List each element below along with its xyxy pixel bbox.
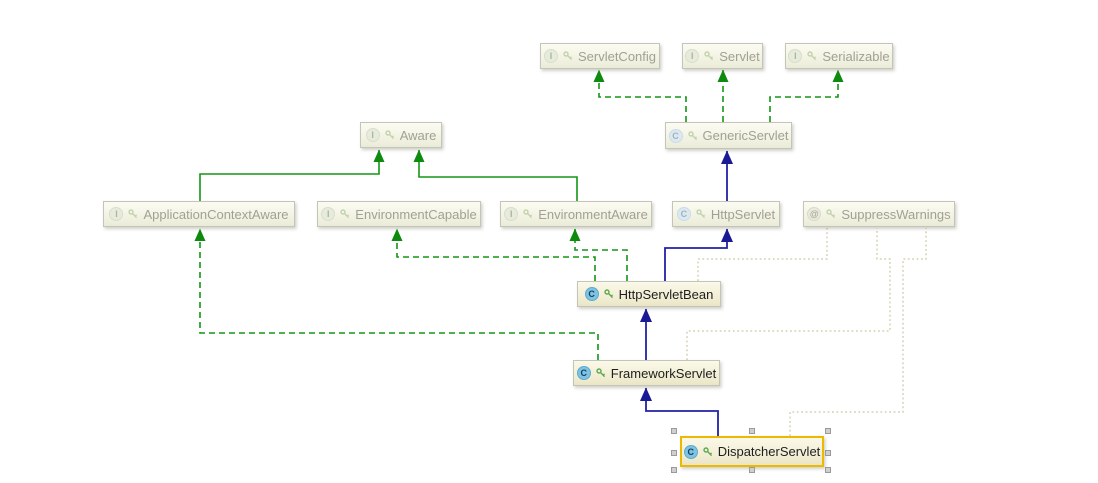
- key-icon: [702, 446, 713, 457]
- class-icon: C: [576, 366, 591, 380]
- key-icon: [340, 209, 350, 219]
- annotation-node-suppresswarnings[interactable]: @ SuppressWarnings: [803, 201, 955, 227]
- class-icon: C: [668, 128, 683, 143]
- selection-resize-handle[interactable]: [825, 450, 831, 456]
- edge-httpservletbean-environmentaware: [569, 228, 628, 281]
- key-icon: [704, 51, 714, 61]
- interface-icon: I: [685, 49, 700, 63]
- interface-icon: I: [543, 49, 558, 63]
- key-icon: [563, 51, 573, 61]
- edge-httpservletbean-httpservlet: [664, 228, 733, 281]
- node-label: EnvironmentAware: [538, 206, 648, 222]
- key-icon: [128, 209, 138, 219]
- node-label: HttpServletBean: [618, 286, 714, 302]
- node-label: GenericServlet: [702, 128, 789, 143]
- edge-dispatcherservlet-frameworkservlet: [640, 387, 719, 436]
- key-icon: [523, 209, 533, 219]
- edge-applicationcontextaware-aware: [199, 149, 385, 201]
- node-label: Aware: [399, 127, 437, 143]
- class-node-frameworkservlet[interactable]: C FrameworkServlet: [573, 360, 720, 386]
- edge-httpservletbean-environmentcapable: [391, 228, 596, 281]
- interface-node-environmentcapable[interactable]: I EnvironmentCapable: [317, 201, 481, 227]
- edge-environmentaware-aware: [413, 149, 578, 201]
- key-icon: [826, 209, 836, 219]
- class-node-httpservlet[interactable]: C HttpServlet: [672, 201, 780, 227]
- node-label: Servlet: [719, 48, 760, 64]
- node-label: FrameworkServlet: [610, 365, 717, 381]
- class-icon: C: [584, 287, 599, 301]
- interface-icon: I: [365, 128, 380, 142]
- selection-resize-handle[interactable]: [671, 428, 677, 434]
- node-label: HttpServlet: [710, 206, 776, 222]
- interface-node-aware[interactable]: I Aware: [360, 122, 442, 148]
- selection-resize-handle[interactable]: [749, 467, 755, 473]
- selection-resize-handle[interactable]: [671, 450, 677, 456]
- selection-resize-handle[interactable]: [671, 467, 677, 473]
- class-icon: C: [676, 207, 691, 221]
- node-label: SuppressWarnings: [841, 206, 951, 222]
- interface-node-serializable[interactable]: I Serializable: [785, 43, 893, 69]
- node-label: Serializable: [822, 48, 890, 64]
- interface-node-environmentaware[interactable]: I EnvironmentAware: [500, 201, 652, 227]
- interface-node-servlet[interactable]: I Servlet: [682, 43, 763, 69]
- interface-node-servletconfig[interactable]: I ServletConfig: [540, 43, 660, 69]
- key-icon: [596, 368, 606, 378]
- interface-icon: I: [504, 207, 519, 221]
- node-label: ServletConfig: [577, 48, 657, 64]
- selection-resize-handle[interactable]: [749, 428, 755, 434]
- class-node-dispatcherservlet[interactable]: C DispatcherServlet: [680, 436, 824, 467]
- interface-icon: I: [788, 49, 803, 63]
- key-icon: [696, 209, 706, 219]
- edge-httpservletbean-suppresswarnings: [697, 228, 828, 281]
- node-label: EnvironmentCapable: [355, 206, 477, 222]
- key-icon: [603, 289, 614, 299]
- edge-genericservlet-serializable: [769, 69, 844, 122]
- class-node-genericservlet[interactable]: C GenericServlet: [665, 122, 792, 149]
- key-icon: [807, 51, 817, 61]
- selection-resize-handle[interactable]: [825, 467, 831, 473]
- edge-dispatcherservlet-suppresswarnings: [789, 228, 927, 436]
- annotation-icon: @: [807, 207, 822, 221]
- class-node-httpservletbean[interactable]: C HttpServletBean: [577, 281, 721, 307]
- selection-resize-handle[interactable]: [825, 428, 831, 434]
- class-icon: C: [683, 444, 698, 459]
- key-icon: [687, 130, 698, 141]
- key-icon: [384, 130, 395, 140]
- interface-icon: I: [321, 207, 336, 221]
- node-label: ApplicationContextAware: [143, 206, 289, 222]
- edge-genericservlet-servletconfig: [593, 69, 687, 122]
- edge-frameworkservlet-applicationcontextaware: [194, 228, 599, 360]
- interface-node-applicationcontextaware[interactable]: I ApplicationContextAware: [103, 201, 295, 227]
- node-label: DispatcherServlet: [717, 444, 821, 459]
- interface-icon: I: [109, 207, 124, 221]
